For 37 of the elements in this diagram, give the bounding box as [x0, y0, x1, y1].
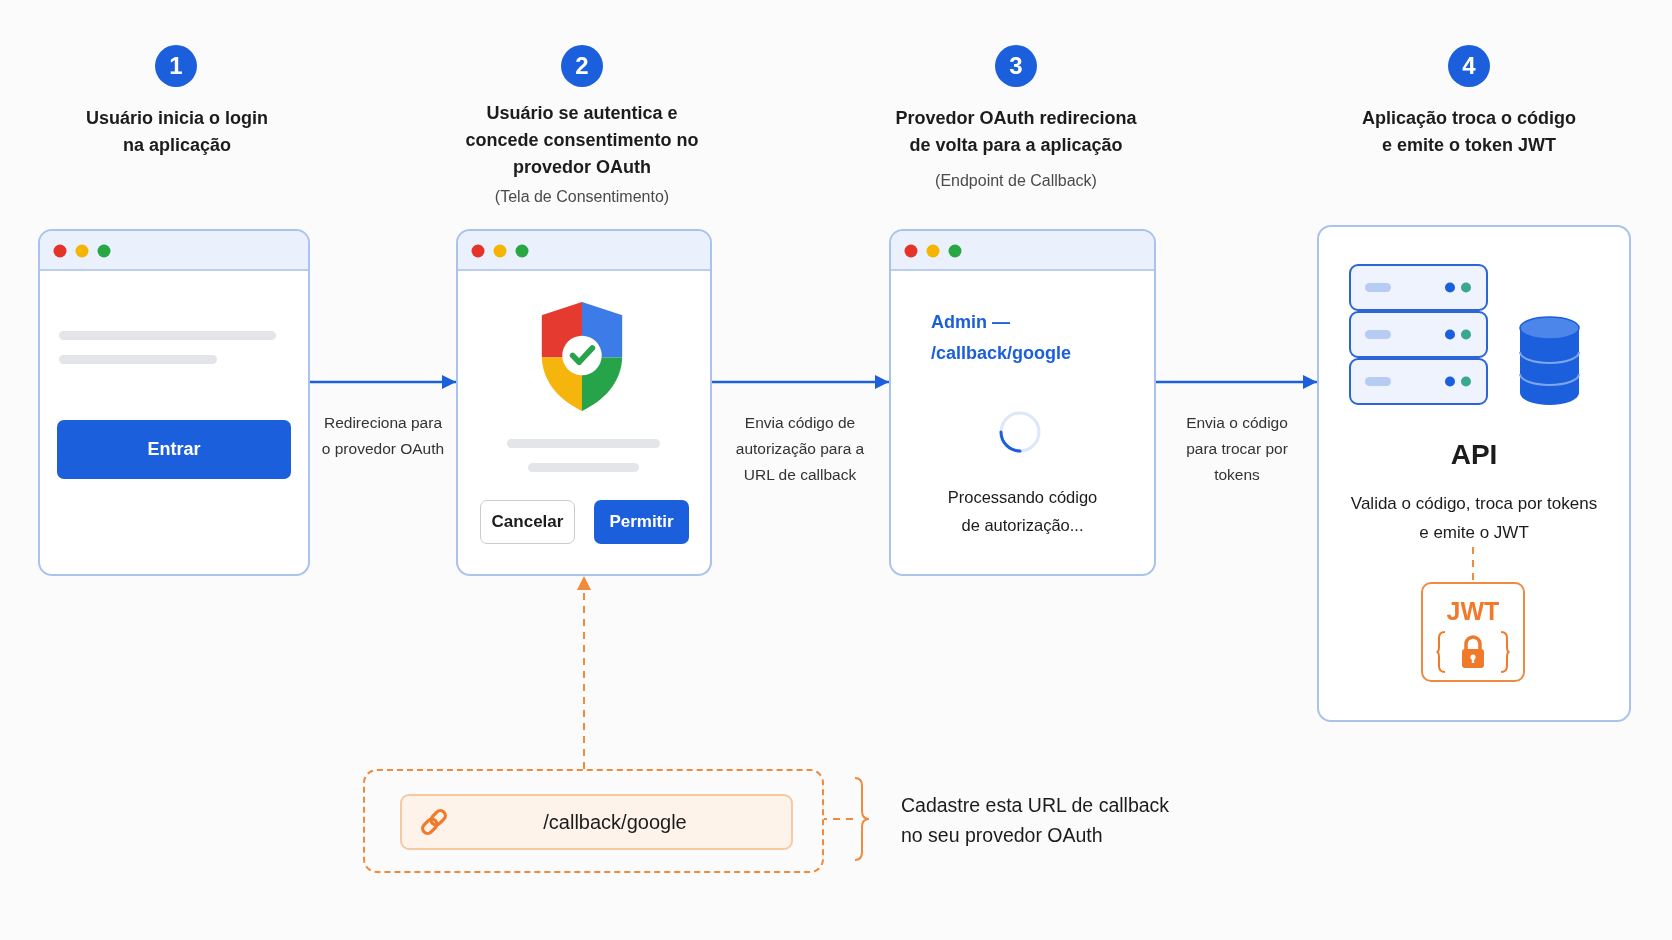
step-number: 2	[561, 45, 603, 87]
step-number: 4	[1448, 45, 1490, 87]
dashed-connector-line	[1472, 546, 1474, 583]
service-name: API	[1450, 438, 1498, 472]
description-text: Valida o código, troca por tokens e emite o JWT	[1347, 489, 1601, 547]
api-panel	[1317, 225, 1631, 722]
edge-label: Envia o código para trocar por tokens	[1185, 413, 1289, 485]
arrow	[712, 375, 889, 389]
callback-url-bar	[400, 794, 793, 850]
cancel-button: Cancelar	[480, 500, 575, 544]
callback-url-text: Admin — /callback/google	[931, 311, 1073, 365]
edge-label: Envia código de autorização para a URL de callback	[734, 413, 866, 485]
arrow	[310, 375, 456, 389]
browser-window	[38, 229, 310, 576]
sign-in-button: Entrar	[57, 420, 291, 479]
step-number: 3	[995, 45, 1037, 87]
step-heading: Usuário inicia o login na aplicação	[85, 107, 269, 157]
dashed-arrow	[577, 575, 591, 770]
arrow	[1156, 375, 1317, 389]
step-number: 1	[155, 45, 197, 87]
step-heading: Usuário se autentica e concede consentimento no provedor OAuth	[464, 102, 700, 179]
step-heading: Aplicação troca o código e emite o token JWT	[1360, 107, 1577, 157]
browser-window	[889, 229, 1156, 576]
status-text: Processando código de autorização...	[946, 487, 1099, 536]
url-text: /callback/google	[543, 810, 687, 835]
step-subtitle: (Tela de Consentimento)	[494, 187, 670, 207]
jwt-token-card	[1421, 582, 1525, 682]
token-type-text: JWT	[1446, 596, 1500, 626]
step-subtitle: (Endpoint de Callback)	[935, 171, 1097, 191]
browser-window	[456, 229, 712, 576]
callback-registration-frame	[363, 769, 824, 873]
curly-brace	[853, 776, 871, 862]
dashed-connector-line	[823, 818, 854, 820]
edge-label: Redireciona para o provedor OAuth	[320, 413, 446, 459]
allow-button: Permitir	[594, 500, 689, 544]
note-text: Cadastre esta URL de callback no seu provedor OAuth	[901, 793, 1171, 848]
step-heading: Provedor OAuth redireciona de volta para a aplicação	[894, 107, 1138, 157]
